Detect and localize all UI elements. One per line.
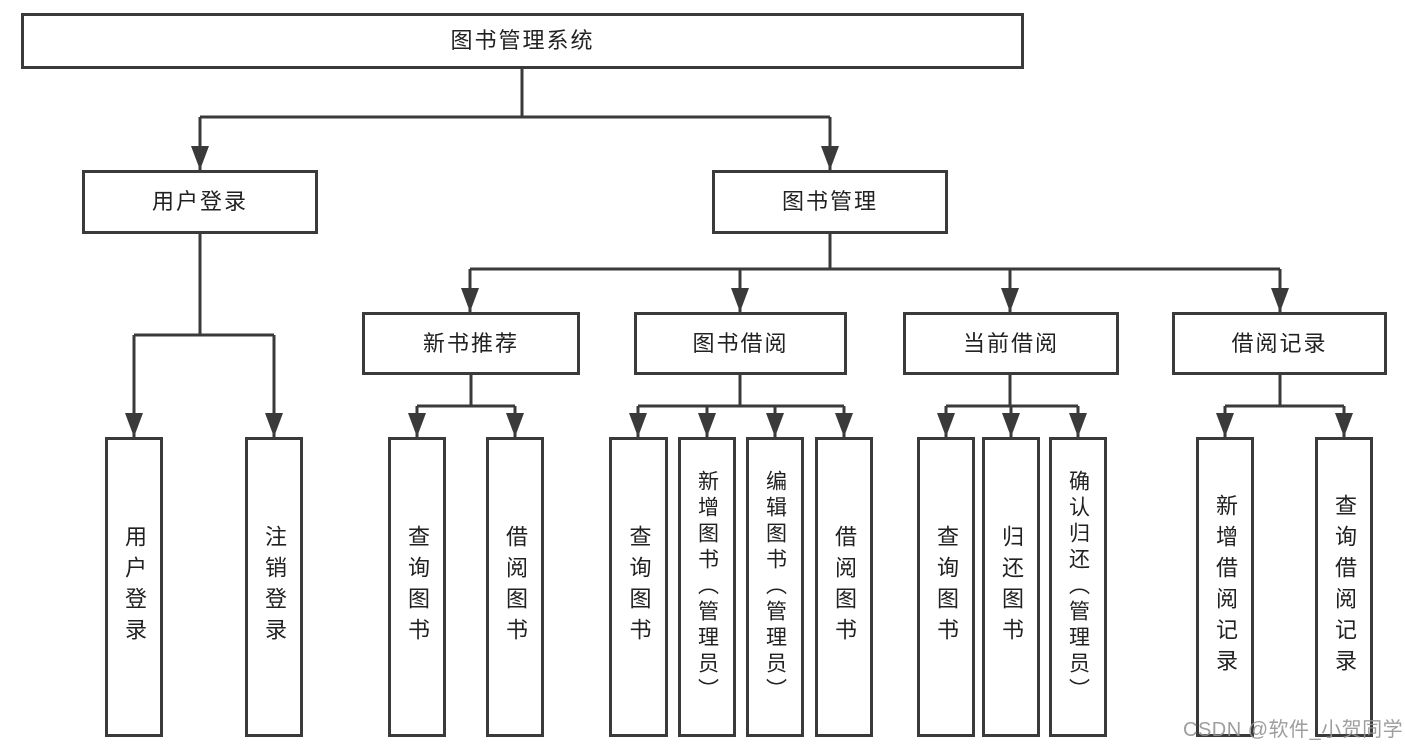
leaf-user-login-label: 用户登录 — [122, 525, 147, 649]
leaf-query-book-recommend: 查询图书 — [388, 437, 446, 737]
leaf-query-book-borrow: 查询图书 — [609, 437, 668, 737]
leaf-return-book-label: 归还图书 — [999, 525, 1024, 649]
node-book-borrow: 图书借阅 — [634, 312, 847, 375]
watermark: CSDN @软件_小贺同学 — [1183, 719, 1404, 741]
leaf-borrow-book-borrow: 借阅图书 — [815, 437, 873, 737]
leaf-query-borrow-record: 查询借阅记录 — [1315, 437, 1373, 737]
node-current-borrow: 当前借阅 — [903, 312, 1119, 375]
leaf-edit-book-admin: 编辑图书（管理员） — [746, 437, 804, 737]
leaf-query-book-recommend-label: 查询图书 — [405, 525, 430, 649]
leaf-add-borrow-record-label: 新增借阅记录 — [1213, 494, 1238, 680]
leaf-logout: 注销登录 — [245, 437, 303, 737]
leaf-confirm-return-admin-label: 确认归还（管理员） — [1066, 470, 1090, 704]
leaf-query-book-current-label: 查询图书 — [934, 525, 959, 649]
node-borrow-records-label: 借阅记录 — [1231, 330, 1328, 356]
node-user-login: 用户登录 — [82, 170, 318, 234]
node-library-management-system: 图书管理系统 — [21, 13, 1024, 69]
leaf-query-borrow-record-label: 查询借阅记录 — [1332, 494, 1357, 680]
leaf-borrow-book-recommend-label: 借阅图书 — [503, 525, 528, 649]
connector-shafts — [132, 69, 1346, 437]
node-new-book-recommend: 新书推荐 — [362, 312, 580, 375]
leaf-add-book-admin: 新增图书（管理员） — [678, 437, 736, 737]
leaf-borrow-book-borrow-label: 借阅图书 — [832, 525, 857, 649]
leaf-user-login: 用户登录 — [105, 437, 163, 737]
arrowheads — [125, 146, 1353, 437]
leaf-add-borrow-record: 新增借阅记录 — [1196, 437, 1254, 737]
leaf-query-book-borrow-label: 查询图书 — [626, 525, 652, 649]
leaf-borrow-book-recommend: 借阅图书 — [486, 437, 544, 737]
node-user-login-label: 用户登录 — [151, 189, 248, 214]
leaf-confirm-return-admin: 确认归还（管理员） — [1049, 437, 1107, 737]
leaf-logout-label: 注销登录 — [262, 525, 287, 649]
node-book-management: 图书管理 — [712, 170, 948, 234]
leaf-add-book-admin-label: 新增图书（管理员） — [695, 470, 719, 704]
node-book-management-label: 图书管理 — [781, 189, 878, 214]
leaf-return-book: 归还图书 — [982, 437, 1040, 737]
node-new-book-recommend-label: 新书推荐 — [422, 330, 519, 356]
node-current-borrow-label: 当前借阅 — [962, 330, 1059, 356]
leaf-edit-book-admin-label: 编辑图书（管理员） — [763, 470, 787, 704]
node-library-management-system-label: 图书管理系统 — [450, 28, 595, 53]
node-borrow-records: 借阅记录 — [1172, 312, 1387, 375]
leaf-query-book-current: 查询图书 — [917, 437, 975, 737]
node-book-borrow-label: 图书借阅 — [692, 330, 789, 356]
